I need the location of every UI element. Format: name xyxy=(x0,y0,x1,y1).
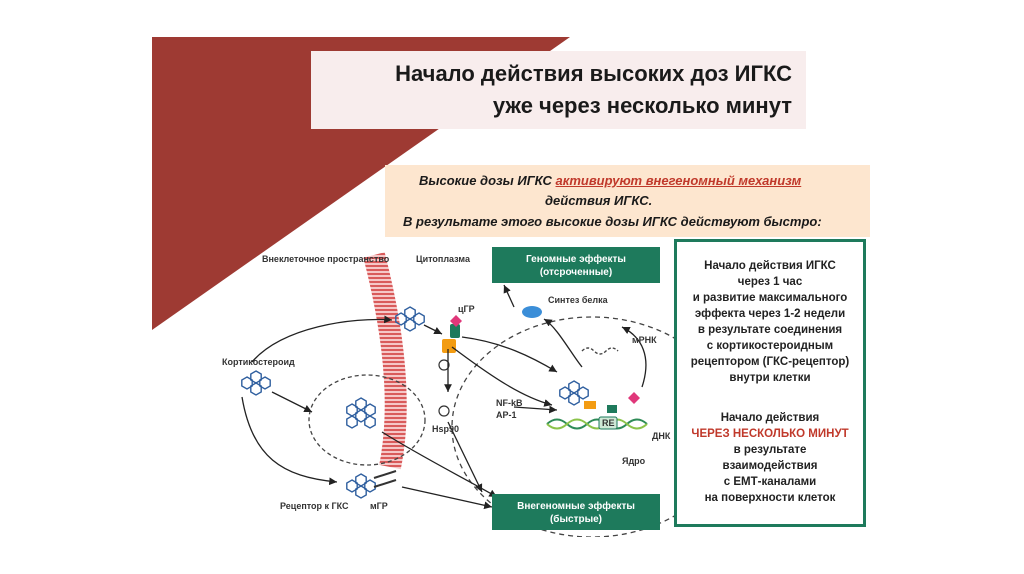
dna-strand-2 xyxy=(546,418,648,430)
tf-green xyxy=(607,405,617,413)
info-line: и развитие максимального xyxy=(692,292,848,304)
cgr-pink-ligand xyxy=(450,315,462,327)
subtitle-text: Высокие дозы ИГКС xyxy=(419,173,556,188)
info-line: эффекта через 1-2 недели xyxy=(694,308,846,320)
info-line: в результате соединения xyxy=(697,324,843,336)
info-block-1: Начало действия ИГКС через 1 час и разви… xyxy=(677,258,863,386)
mgr-channel-1 xyxy=(373,470,397,479)
label-receptor: Рецептор к ГКС xyxy=(280,501,349,511)
nongenomic-effects-banner xyxy=(492,494,660,530)
tf-orange xyxy=(584,401,596,409)
hsp90-circle-1 xyxy=(438,359,450,371)
info-heading: Начало действия xyxy=(720,412,820,424)
subtitle-line-3: В результате этого высокие дозы ИГКС дей… xyxy=(403,214,822,229)
genomic-effects-banner xyxy=(492,247,660,283)
mgr-channel-2 xyxy=(373,479,397,488)
subtitle-box: Высокие дозы ИГКС активируют внегеномный… xyxy=(385,165,870,237)
subtitle-line-1: Высокие дозы ИГКС активируют внегеномный… xyxy=(419,173,801,188)
label-ap1: AP-1 xyxy=(496,410,517,420)
dna-strand-1 xyxy=(546,418,648,430)
info-line: взаимодействия xyxy=(722,460,818,472)
info-line: с ЕМТ-каналами xyxy=(723,476,817,488)
re-label: RE xyxy=(602,418,615,428)
protein-blob xyxy=(522,306,542,318)
diagram-arrows xyxy=(241,284,647,510)
genomic-line-1: Геномные эффекты xyxy=(526,253,626,265)
info-line: через 1 час xyxy=(737,276,803,288)
re-element xyxy=(598,416,618,430)
corticosteroid-molecule-left xyxy=(241,370,271,396)
info-box: Начало действия ИГКС через 1 час и разви… xyxy=(674,239,866,527)
membrane-dashed-circle xyxy=(308,374,426,466)
nongenomic-line-2: (быстрые) xyxy=(550,513,602,525)
label-protein-synthesis: Синтез белка xyxy=(548,295,609,305)
tf-pink xyxy=(628,392,640,404)
info-line: с кортикостероидным xyxy=(706,340,834,352)
info-line: рецептором (ГКС-рецептор) xyxy=(690,356,850,368)
cgr-orange-block xyxy=(442,339,456,353)
info-line: в результате xyxy=(733,444,807,456)
corticosteroid-molecule-nucleus xyxy=(559,380,589,406)
label-corticosteroid: Кортикостероид xyxy=(222,357,295,367)
slide: Начало действия высоких доз ИГКС уже чер… xyxy=(152,37,872,537)
info-block-2: Начало действия ЧЕРЕЗ НЕСКОЛЬКО МИНУТ в … xyxy=(677,410,863,506)
hsp90-circle-2 xyxy=(438,405,450,417)
title-box: Начало действия высоких доз ИГКС уже чер… xyxy=(311,51,806,129)
label-extracellular: Внеклеточное пространство xyxy=(262,254,390,264)
title-line-1: Начало действия высоких доз ИГКС xyxy=(395,61,792,86)
info-line: на поверхности клеток xyxy=(704,492,836,504)
label-hsp90: Hsp90 xyxy=(432,424,459,434)
label-dna: ДНК xyxy=(652,431,671,441)
label-mrna: мРНК xyxy=(632,335,657,345)
label-nucleus: Ядро xyxy=(622,456,646,466)
cell-membrane xyxy=(363,252,407,470)
subtitle-accent: активируют внегеномный механизм xyxy=(555,173,802,188)
corticosteroid-molecule-membrane xyxy=(346,397,376,429)
genomic-line-2: (отсроченные) xyxy=(540,267,612,278)
info-accent: ЧЕРЕЗ НЕСКОЛЬКО МИНУТ xyxy=(691,428,849,440)
info-line: Начало действия ИГКС xyxy=(704,260,836,272)
label-mgr: мГР xyxy=(370,501,388,511)
subtitle-line-2: действия ИГКС. xyxy=(545,193,653,208)
nongenomic-line-1: Внегеномные эффекты xyxy=(517,500,635,512)
label-cytoplasm: Цитоплазма xyxy=(416,254,471,264)
label-nfkb: NF-kB xyxy=(496,398,523,408)
label-cgr: цГР xyxy=(458,304,475,314)
info-line: внутри клетки xyxy=(729,372,811,384)
title-line-2: уже через несколько минут xyxy=(492,93,792,118)
corticosteroid-molecule-receptor xyxy=(346,473,376,499)
cgr-receptor-block xyxy=(450,324,460,338)
mrna-squiggle xyxy=(581,347,619,355)
